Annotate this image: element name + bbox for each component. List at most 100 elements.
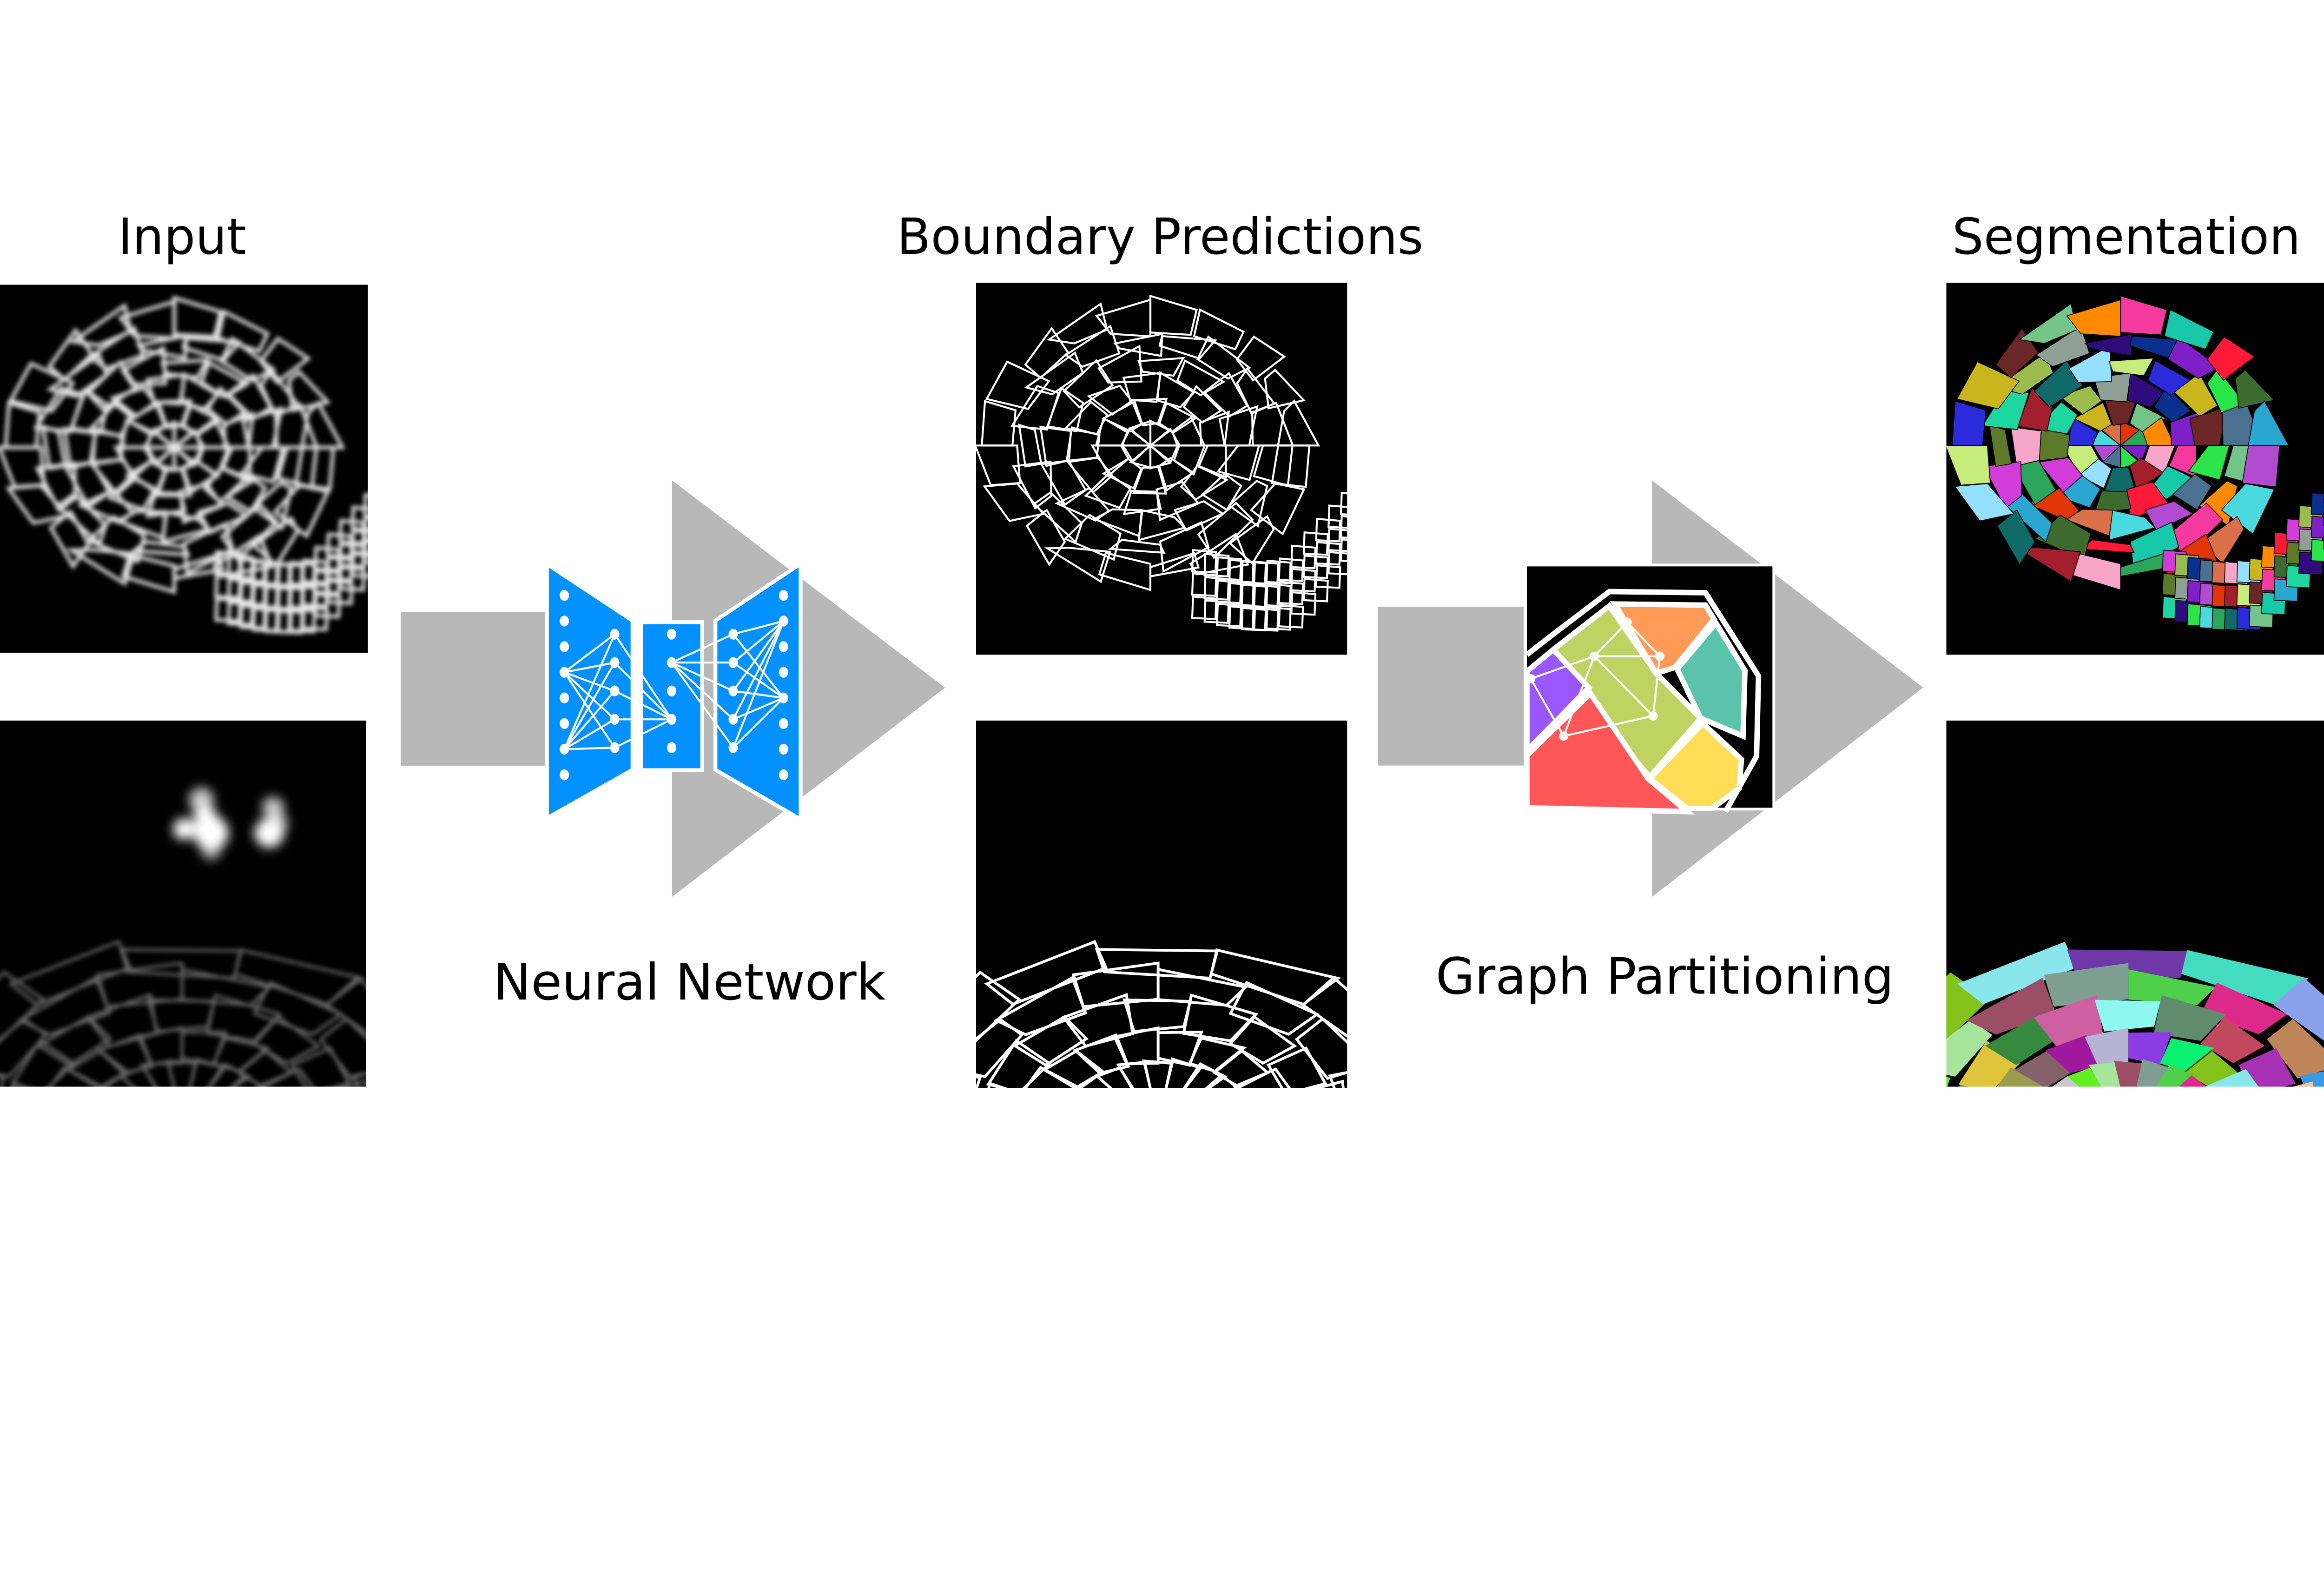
nn-node — [728, 685, 738, 696]
cell-boundary — [1063, 514, 1122, 561]
cell-membrane — [132, 1118, 174, 1127]
cell-membrane — [0, 1018, 48, 1079]
graph-edge — [1593, 655, 1654, 717]
graph-edge — [1652, 656, 1661, 716]
cell-boundary — [1024, 326, 1070, 379]
cell-boundary — [1025, 508, 1066, 567]
nn-connection — [614, 690, 672, 721]
nn-connection — [614, 634, 673, 720]
cell-membrane — [182, 522, 235, 576]
cell-segment — [2114, 1061, 2143, 1087]
cell-segment — [2206, 336, 2256, 381]
cell-membrane — [65, 548, 137, 586]
nn-node — [560, 718, 569, 729]
cell-segment — [1946, 972, 1990, 1040]
nn-connection — [563, 634, 616, 750]
nn-node — [560, 743, 569, 755]
nn-connection — [732, 621, 785, 720]
cell-membrane — [326, 556, 354, 582]
cell-segment — [2052, 1076, 2080, 1087]
graph-edge — [1593, 621, 1628, 657]
cell-segment — [2273, 977, 2324, 1041]
nn-connection — [732, 633, 785, 699]
cell-boundary — [1301, 975, 1347, 1038]
cell-membrane — [5, 483, 71, 525]
cell-boundary — [1044, 547, 1112, 583]
cell-membrane — [36, 1015, 113, 1067]
cell-boundary — [1182, 384, 1222, 424]
cell-membrane — [68, 303, 133, 347]
cell-segment — [2134, 1101, 2174, 1125]
cell-segment — [2225, 1097, 2277, 1127]
cell-segment — [2026, 1108, 2076, 1127]
graph-edge — [1563, 655, 1595, 737]
cell-segment — [2045, 1035, 2099, 1073]
cell-segment — [2131, 1092, 2155, 1122]
cell-boundary — [1166, 1119, 1214, 1127]
cell-segment — [2108, 357, 2154, 377]
cell-boundary — [1144, 1092, 1158, 1122]
graph-partitioning-label: Graph Partitioning — [1436, 947, 1894, 1006]
cell-boundary — [1290, 591, 1317, 616]
cell-membrane — [178, 482, 225, 525]
cell-membrane — [256, 1067, 314, 1087]
cell-membrane — [214, 550, 242, 576]
cell-membrane — [172, 295, 223, 339]
graph-edge — [1563, 715, 1654, 737]
cell-membrane — [161, 510, 212, 544]
nn-node — [779, 769, 788, 781]
cell-membrane — [199, 360, 251, 399]
cell-boundary — [1108, 538, 1166, 554]
cell-membrane — [11, 1081, 28, 1087]
cell-boundary — [1098, 551, 1152, 591]
cell-boundary — [1278, 604, 1304, 629]
cell-membrane — [121, 553, 176, 595]
cell-membrane — [155, 467, 192, 497]
cell-segment — [2108, 510, 2156, 541]
cell-membrane — [313, 592, 341, 619]
cell-segment — [2094, 1000, 2160, 1032]
cell-membrane — [341, 1080, 366, 1087]
cell-segment — [2185, 1051, 2238, 1087]
cell-boundary — [1065, 1091, 1113, 1118]
cell-segment — [2172, 473, 2212, 510]
graph-node — [1590, 651, 1599, 661]
partition-outline — [1525, 589, 1762, 813]
cell-membrane — [190, 1119, 238, 1127]
cell-boundary — [1149, 294, 1198, 336]
cell-segment — [2200, 1017, 2265, 1063]
cell-boundary — [1090, 444, 1130, 477]
graph-edge — [1530, 655, 1595, 680]
nn-node — [610, 629, 620, 640]
cell-boundary — [1017, 423, 1043, 468]
cell-boundary — [1024, 351, 1084, 396]
cell-segment — [2088, 1062, 2120, 1087]
cell-membrane — [106, 473, 157, 512]
cell-boundary — [1315, 541, 1341, 566]
cell-membrane — [252, 1015, 321, 1065]
cell-membrane — [103, 1074, 135, 1087]
cell-boundary — [1196, 335, 1252, 380]
cell-boundary — [1097, 344, 1142, 384]
cell-membrane — [290, 1046, 351, 1087]
cell-segment — [2300, 1071, 2324, 1087]
cell-membrane — [318, 1017, 366, 1080]
cell-boundary — [1066, 457, 1114, 494]
cell-boundary — [1106, 1109, 1151, 1126]
cell-boundary — [984, 940, 1108, 1006]
cell-membrane — [130, 540, 191, 557]
cell-membrane — [287, 369, 331, 412]
cell-segment — [2018, 303, 2078, 344]
cell-segment — [2189, 406, 2228, 446]
cell-boundary — [985, 360, 1050, 410]
cell-boundary — [1315, 564, 1341, 589]
cell-membrane — [186, 1096, 220, 1124]
cell-membrane — [46, 352, 109, 398]
cell-membrane — [278, 1097, 330, 1127]
cell-membrane — [113, 445, 155, 480]
cell-boundary — [1158, 457, 1195, 492]
cell-membrane — [377, 530, 402, 552]
cell-membrane — [363, 539, 368, 565]
input-image-bottom — [0, 721, 366, 1127]
cell-segment — [1958, 1040, 2020, 1087]
